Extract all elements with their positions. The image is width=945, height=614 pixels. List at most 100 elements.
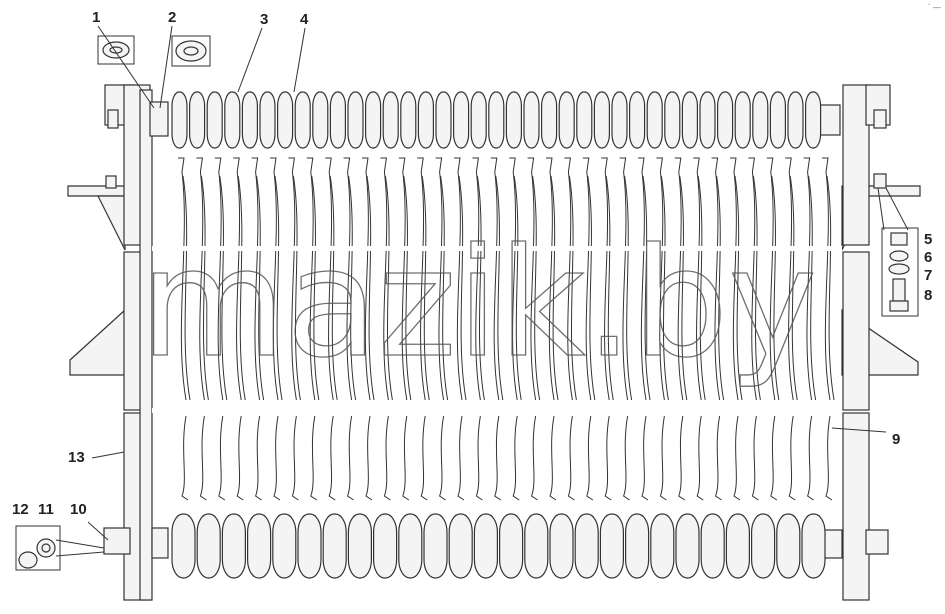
break-gap-upper bbox=[152, 246, 842, 251]
spring-tine bbox=[490, 157, 500, 401]
roller-ring bbox=[322, 513, 347, 579]
callout-10: 10 bbox=[70, 501, 87, 518]
spring-tine bbox=[822, 157, 831, 401]
roller-ring bbox=[241, 91, 258, 149]
spring-tine bbox=[306, 157, 316, 401]
roller-ring bbox=[576, 91, 593, 149]
corner-mark: ´ — bbox=[928, 3, 941, 12]
callout-2: 2 bbox=[168, 9, 176, 26]
spring-tine bbox=[803, 157, 813, 401]
spring-tine bbox=[509, 157, 518, 401]
callout-12: 12 bbox=[12, 501, 29, 518]
roller-ring bbox=[277, 91, 294, 149]
spring-tine bbox=[530, 415, 538, 501]
spring-tine bbox=[734, 175, 743, 401]
roller-ring bbox=[272, 513, 297, 579]
callout-7: 7 bbox=[924, 267, 932, 284]
roller-ring bbox=[171, 91, 188, 149]
roller-ring bbox=[624, 513, 650, 579]
spring-tine bbox=[310, 415, 318, 501]
callout-6: 6 bbox=[924, 249, 932, 266]
roller-ring bbox=[523, 91, 540, 149]
roller-ring bbox=[750, 513, 776, 579]
spring-tine bbox=[697, 175, 706, 401]
spring-tine bbox=[641, 415, 649, 501]
roller-ring bbox=[294, 91, 311, 149]
spring-tine bbox=[384, 175, 393, 401]
roller-ring bbox=[488, 91, 505, 149]
spring-tine bbox=[586, 415, 594, 501]
spring-tine bbox=[219, 175, 228, 401]
callout-13: 13 bbox=[68, 449, 85, 466]
right-end-plate bbox=[842, 84, 891, 601]
spring-tine bbox=[362, 157, 371, 401]
roller-ring bbox=[365, 91, 382, 149]
roller-ring bbox=[505, 91, 522, 149]
spring-tine bbox=[256, 175, 265, 401]
top-roller-segments bbox=[171, 91, 822, 149]
spring-tine bbox=[421, 175, 430, 401]
spring-tine bbox=[674, 157, 684, 401]
roller-ring bbox=[347, 91, 364, 149]
spring-tine bbox=[402, 415, 410, 501]
spring-tine bbox=[582, 157, 592, 401]
roller-ring bbox=[628, 91, 646, 149]
spring-tine bbox=[785, 157, 794, 401]
callout-11: 11 bbox=[38, 501, 54, 518]
roller-ring bbox=[675, 513, 700, 579]
spring-tine bbox=[659, 415, 667, 501]
spring-tine bbox=[476, 175, 485, 401]
spring-tine bbox=[549, 415, 557, 501]
spring-tine bbox=[178, 157, 187, 401]
spring-tine bbox=[656, 157, 665, 401]
spring-tine bbox=[550, 175, 559, 401]
spring-tine bbox=[383, 415, 391, 501]
top-roller-shaft bbox=[149, 101, 841, 137]
spring-tine bbox=[274, 175, 283, 401]
spring-tine bbox=[438, 415, 446, 501]
spring-tine bbox=[288, 157, 297, 401]
spring-tine bbox=[789, 175, 798, 401]
spring-tine bbox=[513, 175, 522, 401]
spring-tine bbox=[273, 415, 281, 501]
roller-ring bbox=[329, 91, 346, 149]
spring-tine bbox=[417, 157, 426, 401]
roller-ring bbox=[189, 91, 206, 149]
spring-tine bbox=[752, 175, 761, 401]
spring-tine bbox=[748, 157, 757, 401]
roller-ring bbox=[297, 513, 322, 579]
roller-ring bbox=[221, 513, 246, 579]
spring-tine bbox=[766, 157, 776, 401]
spring-tine bbox=[218, 415, 226, 501]
spring-tine bbox=[292, 175, 301, 401]
callout-4: 4 bbox=[300, 11, 309, 28]
spring-tine bbox=[440, 175, 449, 401]
roller-ring bbox=[801, 513, 826, 579]
spring-tine bbox=[346, 415, 354, 501]
roller-ring bbox=[593, 91, 611, 149]
break-gap-lower bbox=[152, 408, 842, 413]
spring-tine bbox=[568, 175, 577, 401]
spring-tine bbox=[495, 175, 504, 401]
inset-washer-1 bbox=[97, 35, 135, 65]
spring-tine bbox=[366, 175, 375, 401]
spring-tine bbox=[199, 415, 207, 501]
spring-tine bbox=[200, 175, 209, 401]
roller-ring bbox=[398, 513, 423, 579]
callout-8: 8 bbox=[924, 287, 932, 304]
spring-tine bbox=[678, 415, 686, 501]
spring-tine bbox=[771, 175, 780, 401]
bottom-roller-shaft bbox=[103, 527, 889, 559]
spring-tine bbox=[808, 175, 817, 401]
spring-tine bbox=[435, 157, 445, 401]
spring-tine bbox=[642, 175, 651, 401]
callout-1: 1 bbox=[92, 9, 100, 26]
spring-tine bbox=[826, 175, 835, 401]
spring-tine bbox=[237, 175, 246, 401]
roller-ring bbox=[611, 91, 628, 149]
spring-tine bbox=[679, 175, 688, 401]
spring-tine bbox=[365, 415, 373, 501]
roller-ring bbox=[599, 513, 625, 579]
spring-tine bbox=[270, 157, 279, 401]
roller-ring bbox=[435, 91, 452, 149]
